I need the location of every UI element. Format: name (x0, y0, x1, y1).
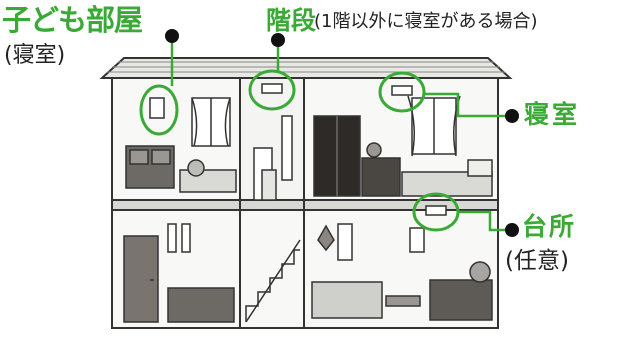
roof (99, 57, 513, 79)
bedroom (313, 85, 493, 197)
kitchen-counter (429, 279, 493, 321)
callout-dot-icon (505, 223, 519, 237)
entrance (123, 223, 235, 323)
bedroom-dresser (361, 157, 401, 197)
bedroom-callout-circle (378, 71, 426, 113)
living-table (385, 295, 421, 307)
callout-dots (165, 29, 519, 237)
callout-dot-icon (165, 29, 179, 43)
stairs-label: 階段 (266, 6, 317, 35)
living-sofa (311, 281, 383, 319)
kids-room-callout-circle (139, 84, 179, 136)
roof-lines (107, 61, 505, 73)
kids-room-label: 子ども部屋 (2, 3, 143, 37)
bedroom-detector-device (391, 85, 413, 96)
kids-detector-device (149, 97, 165, 119)
kitchen-wall-art (409, 227, 425, 253)
stair-hall-upper (253, 83, 293, 201)
bedroom-leader (424, 92, 508, 118)
stairs-callout-circle (248, 69, 296, 111)
staircase (245, 239, 301, 323)
kids-room-sublabel: (寝室) (4, 43, 66, 68)
kitchen-detector-device (425, 205, 447, 216)
living-kitchen (311, 205, 493, 321)
bedroom-label: 寝室 (524, 100, 581, 129)
stairs-detector-device (261, 83, 283, 94)
entrance-door (123, 235, 159, 323)
kitchen-leader (458, 210, 508, 232)
kitchen-label: 台所 (522, 212, 577, 241)
kids-bed (179, 169, 237, 193)
entrance-shoe-cabinet (167, 287, 235, 323)
living-window (337, 223, 353, 261)
callout-dot-icon (271, 33, 285, 47)
stairs-sublabel: (1階以外に寝室がある場合) (314, 11, 538, 32)
kitchen-sublabel: (任意) (505, 248, 569, 274)
kids-room (125, 97, 237, 193)
callout-dot-icon (505, 109, 519, 123)
